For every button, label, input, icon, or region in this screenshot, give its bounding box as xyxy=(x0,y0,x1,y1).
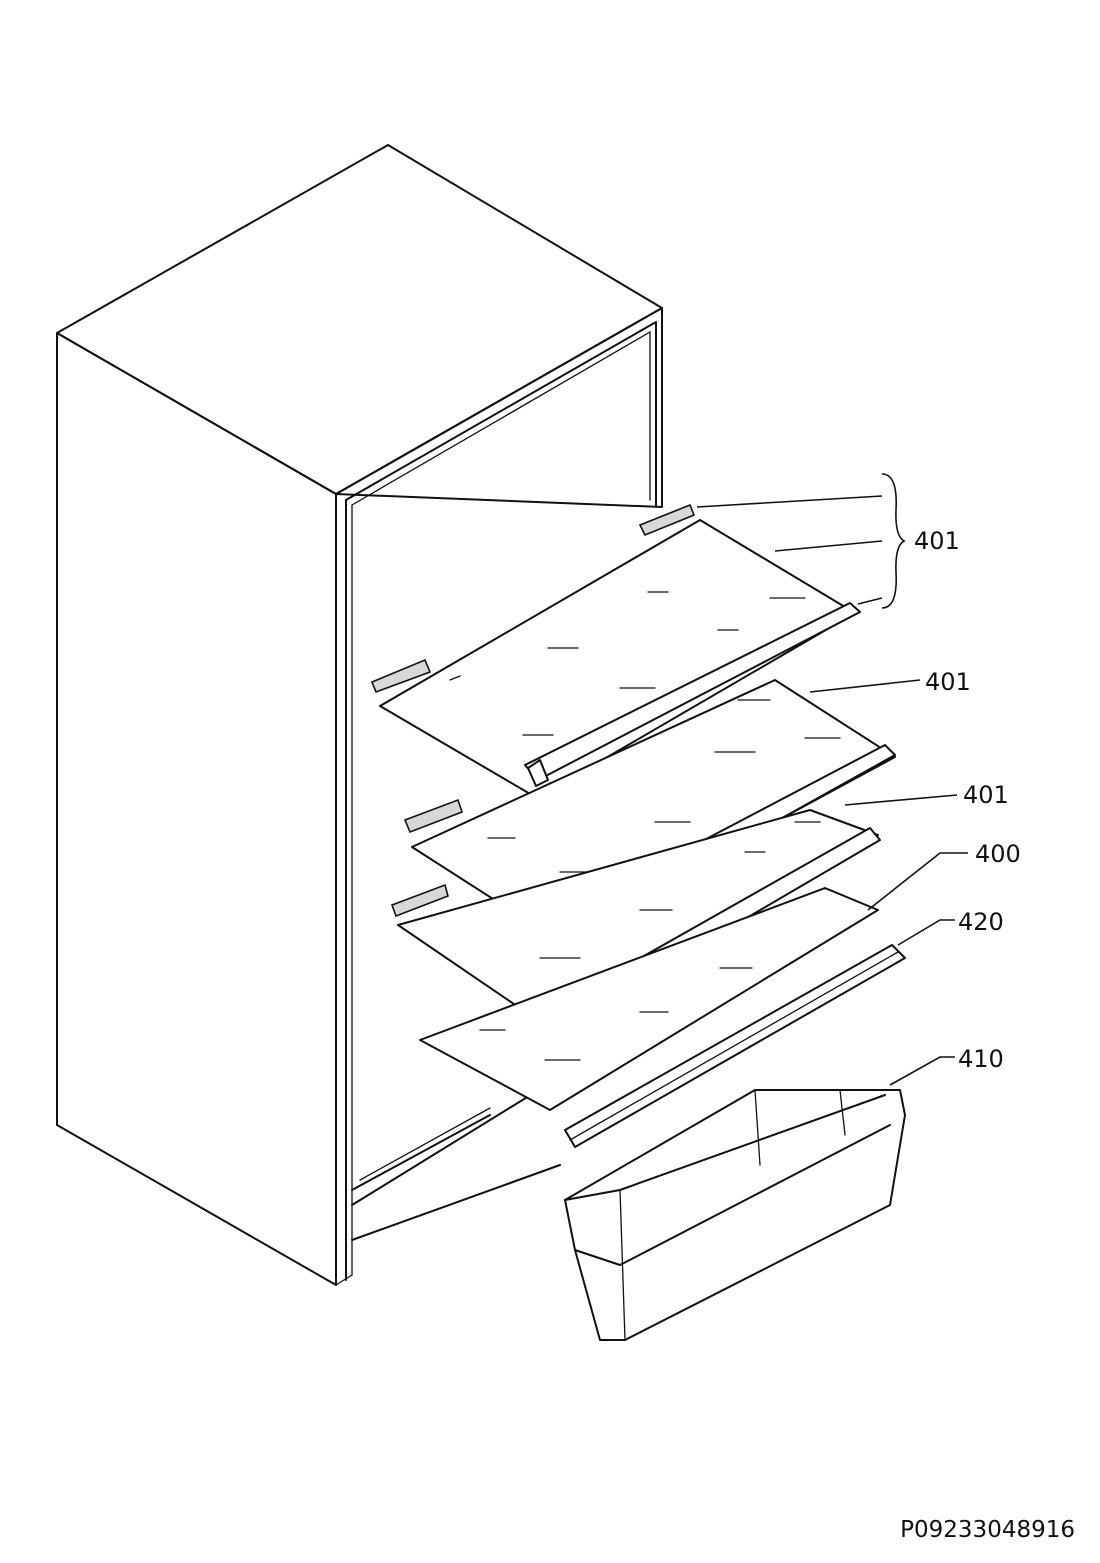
leader-lines xyxy=(696,473,968,1086)
glass-shelf-4 xyxy=(419,887,879,1111)
refrigerator-cabinet xyxy=(56,144,663,1286)
callout-400-glass-shelf: 400 xyxy=(975,840,1021,868)
callout-401-shelf-set: 401 xyxy=(914,527,960,555)
callout-401-shelf-3: 401 xyxy=(963,781,1009,809)
door-balcony xyxy=(564,1089,906,1341)
shelf-clips xyxy=(370,503,696,918)
glass-shelf-1 xyxy=(379,519,861,799)
callout-401-shelf-2: 401 xyxy=(925,668,971,696)
shelf-trim-rail xyxy=(564,944,906,1148)
callout-420-trim-rail: 420 xyxy=(958,908,1004,936)
drawing-reference-number: P09233048916 xyxy=(900,1517,1075,1543)
callout-410-door-balcony: 410 xyxy=(958,1045,1004,1073)
